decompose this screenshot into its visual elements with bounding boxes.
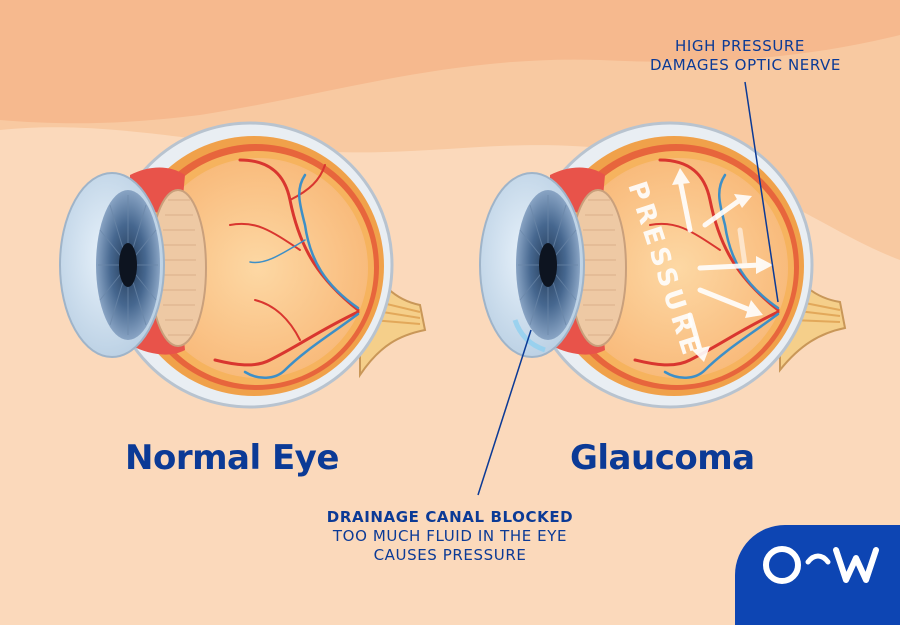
optic-nerve-pointer <box>744 81 779 303</box>
pupil <box>119 243 137 287</box>
drainage-annotation-line: TOO MUCH FLUID IN THE EYE <box>332 527 568 545</box>
brand-logo <box>763 546 879 584</box>
optic-nerve-annotation-line: HIGH PRESSURE <box>674 37 806 55</box>
optic-nerve-annotation-line: DAMAGES OPTIC NERVE <box>650 56 841 74</box>
drainage-annotation-line: CAUSES PRESSURE <box>373 546 527 564</box>
vitreous <box>148 158 368 378</box>
drainage-annotation-title: DRAINAGE CANAL BLOCKED <box>326 508 574 526</box>
eye-diagram: PRESSURE <box>0 0 900 496</box>
normal-eye-label: Normal Eye <box>125 438 339 478</box>
pupil <box>539 243 557 287</box>
drainage-annotation: DRAINAGE CANAL BLOCKED TOO MUCH FLUID IN… <box>300 508 600 565</box>
glaucoma-label: Glaucoma <box>570 438 755 478</box>
optic-nerve-annotation: HIGH PRESSURE DAMAGES OPTIC NERVE <box>650 37 841 75</box>
blood-vessels <box>633 158 780 379</box>
blood-vessels <box>213 158 360 379</box>
pressure-arrows <box>672 168 773 362</box>
vitreous <box>568 158 788 378</box>
drainage-pointer <box>477 329 532 496</box>
background-wave-top <box>0 0 900 124</box>
drainage-canal <box>512 319 546 353</box>
glaucoma-eye-illustration: PRESSURE <box>479 121 847 409</box>
normal-eye-illustration <box>59 121 427 409</box>
